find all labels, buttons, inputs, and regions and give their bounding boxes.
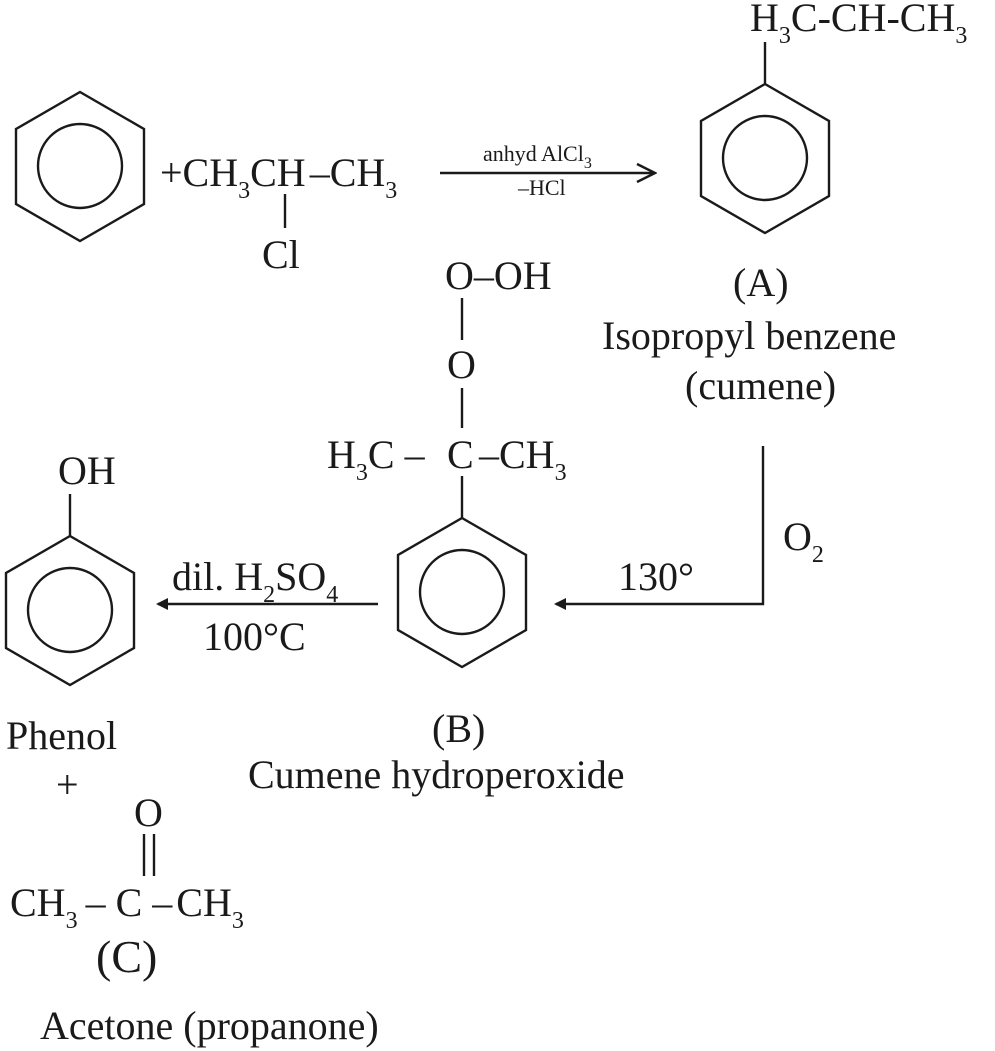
product-c-label: (C) bbox=[96, 931, 157, 982]
phenol-ring bbox=[4, 534, 136, 687]
step2-reagent: O bbox=[783, 514, 812, 559]
svg-text:dil. H2SO4: dil. H2SO4 bbox=[172, 554, 338, 608]
cumene-structure: H3C-CH-CH3 (A) Isopropyl benzene (cumene… bbox=[602, 0, 967, 408]
reactant-ch-mid: CH bbox=[250, 150, 306, 195]
cumene-hydroperoxide-structure: O–OH O H3C – C –CH3 (B) Cumene hydropero… bbox=[248, 253, 625, 797]
svg-text:–CH3: –CH3 bbox=[478, 432, 567, 486]
phenol-structure: OH Phenol + bbox=[4, 448, 136, 807]
acetone-right-ch: CH bbox=[176, 880, 232, 925]
benzene-ring bbox=[14, 90, 146, 243]
reactant-ch-text: +CH bbox=[160, 150, 238, 195]
step2-arrow-group: O2 130° bbox=[554, 446, 824, 610]
plus-sign: + bbox=[56, 762, 79, 807]
svg-text:+CH3CH–CH3: +CH3CH–CH3 bbox=[160, 150, 397, 204]
product-a-name: Isopropyl benzene bbox=[602, 313, 896, 358]
svg-text:CH3– C –CH3: CH3– C –CH3 bbox=[10, 880, 244, 934]
step3-temperature: 100°C bbox=[203, 614, 306, 659]
svg-text:O2: O2 bbox=[783, 514, 824, 568]
cumene-chain: C-CH-CH bbox=[791, 0, 955, 40]
reactant-ch3: –CH bbox=[309, 150, 386, 195]
b-ring bbox=[396, 516, 528, 669]
cumene-h: H bbox=[750, 0, 779, 40]
step3-reagent: dil. H bbox=[172, 554, 263, 599]
b-center-carbon: C bbox=[447, 432, 474, 477]
cumene-sub-2: 3 bbox=[955, 23, 967, 49]
acetone-left-sub: 3 bbox=[66, 908, 78, 934]
product-b-name: Cumene hydroperoxide bbox=[248, 752, 625, 797]
step1-catalyst-sub: 3 bbox=[584, 155, 592, 172]
phenol-name: Phenol bbox=[6, 713, 117, 758]
step2-arrow bbox=[554, 446, 765, 610]
b-left-sub: 3 bbox=[356, 460, 368, 486]
b-left-rest: C – bbox=[368, 432, 426, 477]
svg-text:H3C –: H3C – bbox=[327, 432, 426, 486]
acetone-left-ch: CH bbox=[10, 880, 66, 925]
acetone-right-sub: 3 bbox=[232, 908, 244, 934]
reactant-sub-2: 3 bbox=[385, 178, 397, 204]
acetone-structure: O CH3– C –CH3 (C) Acetone (propanone) bbox=[10, 790, 379, 1048]
step2-temperature: 130° bbox=[618, 554, 694, 599]
b-right-ch: –CH bbox=[478, 432, 555, 477]
hydroxyl-group: OH bbox=[58, 448, 116, 493]
acetone-middle: – C – bbox=[85, 880, 174, 925]
step2-reagent-sub: 2 bbox=[812, 542, 824, 568]
b-right-sub: 3 bbox=[555, 460, 567, 486]
chlorine-label: Cl bbox=[262, 232, 300, 277]
step3-sub-1: 2 bbox=[263, 582, 275, 608]
step1-byproduct: –HCl bbox=[517, 175, 566, 200]
product-a-label: (A) bbox=[733, 260, 789, 305]
svg-text:H3C-CH-CH3: H3C-CH-CH3 bbox=[750, 0, 967, 49]
svg-text:anhyd AlCl3: anhyd AlCl3 bbox=[483, 141, 592, 172]
ether-oxygen: O bbox=[447, 342, 476, 387]
step3-sub-2: 4 bbox=[326, 582, 338, 608]
cumene-sub-1: 3 bbox=[779, 23, 791, 49]
peroxide-group: O–OH bbox=[445, 253, 552, 298]
product-b-label: (B) bbox=[432, 706, 485, 751]
carbonyl-oxygen: O bbox=[134, 790, 163, 835]
step1-catalyst: anhyd AlCl bbox=[483, 141, 584, 166]
step1-arrow-group: anhyd AlCl3 –HCl bbox=[440, 141, 655, 200]
b-left-h: H bbox=[327, 432, 356, 477]
product-c-name: Acetone (propanone) bbox=[40, 1003, 379, 1048]
cumene-ring bbox=[699, 82, 831, 235]
isopropyl-chloride: +CH3CH–CH3 Cl bbox=[160, 150, 397, 277]
step3-reagent-mid: SO bbox=[275, 554, 326, 599]
product-a-common-name: (cumene) bbox=[685, 363, 836, 408]
reactant-sub-1: 3 bbox=[238, 178, 250, 204]
step3-arrow-group: dil. H2SO4 100°C bbox=[156, 554, 378, 659]
